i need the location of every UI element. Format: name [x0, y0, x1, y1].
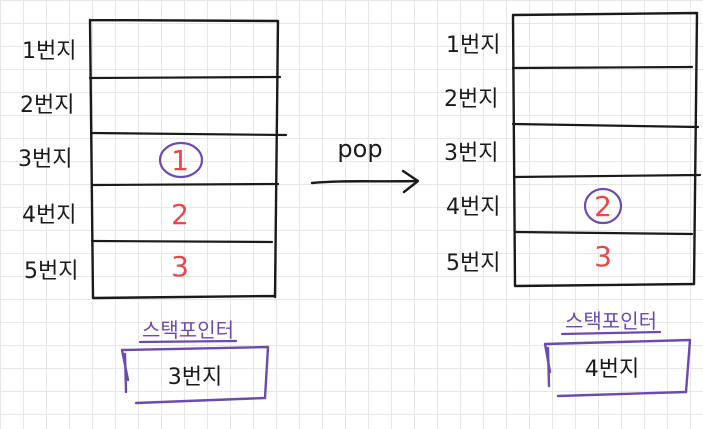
stack-after: 1번지 2번지 3번지 4번지 5번지 2 3 스택포인터 4번지 [444, 11, 702, 398]
slot-value: 2 [171, 198, 189, 231]
stack-before-divider [90, 182, 280, 187]
stack-pointer-box [543, 338, 692, 398]
stack-pointer-underline [560, 330, 662, 336]
stack-pointer-box [120, 345, 270, 405]
slot-value: 3 [171, 250, 189, 283]
slot-label: 3번지 [18, 147, 72, 172]
stack-pointer-title: 스택포인터 [565, 309, 657, 333]
slot-value: 1 [171, 144, 189, 177]
stack-pointer-value: 3번지 [168, 365, 222, 390]
slot-label: 1번지 [22, 39, 76, 64]
stack-before-divider [88, 75, 282, 80]
stack-before-frame [88, 18, 280, 300]
stack-pointer-underline [138, 339, 238, 344]
stack-after-divider [513, 230, 694, 236]
slot-label: 4번지 [22, 203, 76, 228]
slot-label: 5번지 [446, 251, 500, 276]
slot-label: 5번지 [24, 259, 78, 284]
stack-after-frame [511, 11, 699, 288]
slot-label: 4번지 [446, 195, 500, 220]
arrow-shaft [310, 179, 418, 185]
slot-value: 3 [594, 240, 612, 273]
stack-before: 1번지 2번지 3번지 4번지 5번지 1 2 3 스택포인터 3번지 [18, 18, 288, 405]
pop-operation: pop [310, 135, 420, 194]
slot-label: 1번지 [446, 33, 500, 58]
slot-value: 2 [594, 190, 612, 223]
stack-after-divider [511, 122, 700, 129]
slot-label: 2번지 [20, 93, 74, 118]
stack-before-divider [90, 239, 274, 244]
slot-label: 3번지 [444, 141, 498, 166]
stack-before-divider [89, 131, 288, 137]
top-of-stack-circle [158, 141, 204, 179]
slot-label: 2번지 [444, 87, 498, 112]
operation-label: pop [337, 135, 382, 163]
stack-pointer-value: 4번지 [585, 357, 639, 382]
top-of-stack-circle [583, 187, 623, 225]
arrow-head-icon [401, 169, 420, 194]
stack-pointer-title: 스택포인터 [142, 318, 234, 342]
stack-after-divider [512, 173, 702, 179]
stack-after-divider [511, 65, 694, 70]
